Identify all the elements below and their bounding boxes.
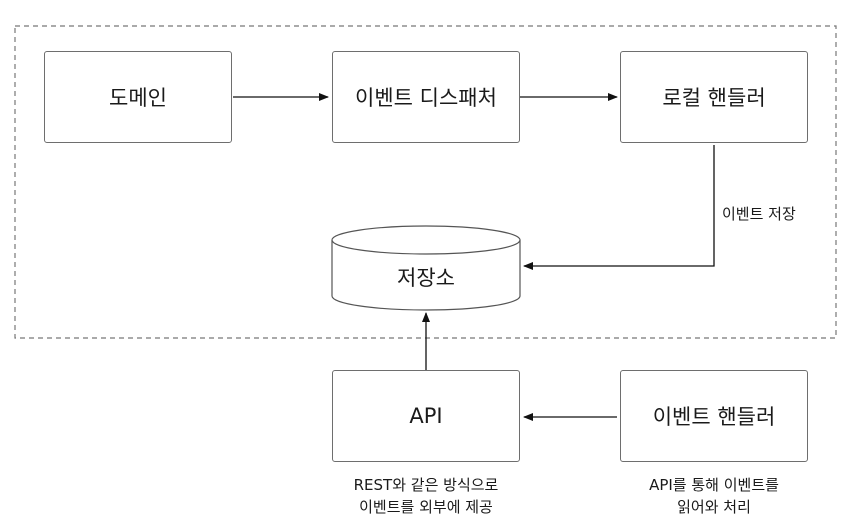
caption-api: REST와 같은 방식으로 이벤트를 외부에 제공 <box>300 474 552 518</box>
node-api-label: API <box>409 404 443 428</box>
node-event-handler-label: 이벤트 핸들러 <box>652 405 776 429</box>
caption-event-handler: API를 통해 이벤트를 읽어와 처리 <box>590 474 838 518</box>
caption-api-line2: 이벤트를 외부에 제공 <box>359 498 493 516</box>
node-event-handler: 이벤트 핸들러 <box>620 370 808 462</box>
node-local-handler: 로컬 핸들러 <box>620 51 808 143</box>
arrow-local-handler-to-storage <box>523 145 715 270</box>
edge-label-store-event: 이벤트 저장 <box>722 205 796 223</box>
node-domain-label: 도메인 <box>109 86 167 110</box>
node-local-handler-label: 로컬 핸들러 <box>662 86 766 110</box>
caption-event-handler-line2: 읽어와 처리 <box>677 498 751 516</box>
node-api: API <box>332 370 520 462</box>
node-storage-label: 저장소 <box>397 266 455 290</box>
caption-api-line1: REST와 같은 방식으로 <box>353 476 499 494</box>
storage-cylinder <box>331 225 521 311</box>
node-domain: 도메인 <box>44 51 232 143</box>
caption-event-handler-line1: API를 통해 이벤트를 <box>649 476 779 494</box>
node-event-dispatcher-label: 이벤트 디스패처 <box>355 86 497 110</box>
node-event-dispatcher: 이벤트 디스패처 <box>332 51 520 143</box>
